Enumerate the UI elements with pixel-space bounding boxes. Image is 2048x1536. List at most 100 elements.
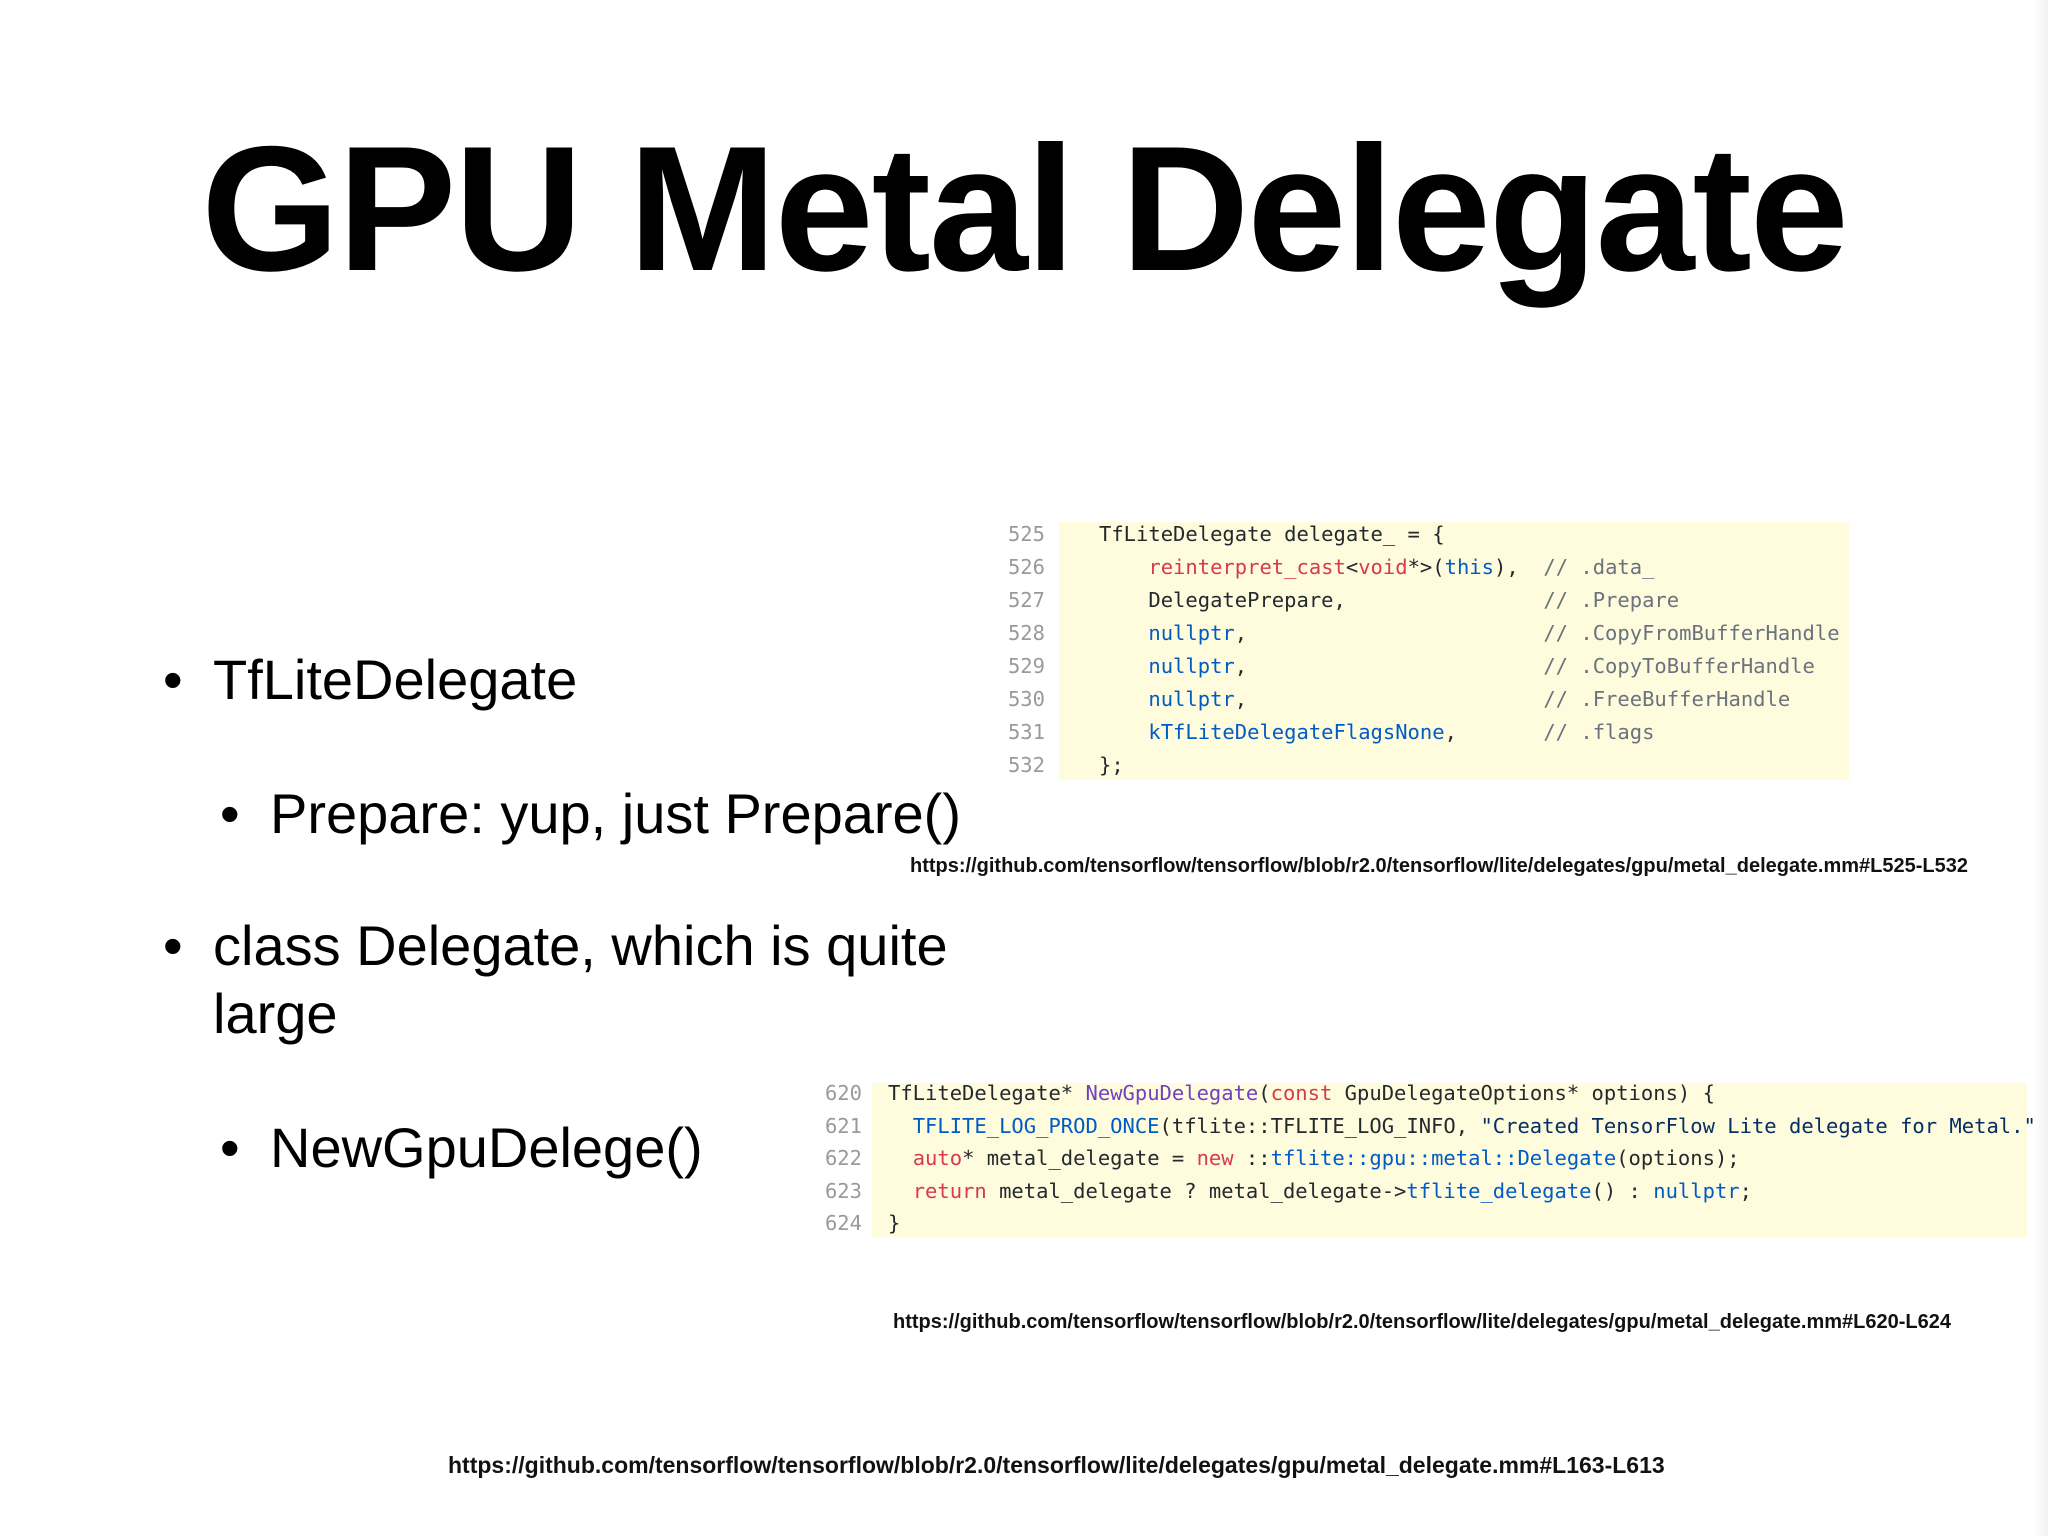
code-token [1099,720,1148,744]
bullet-tflitedelegate: • TfLiteDelegate [163,646,578,714]
code-token: // .CopyFromBufferHandle [1543,621,1840,645]
code-text: DelegatePrepare, // .Prepare [1099,584,1679,617]
code-token: < [1345,555,1359,579]
code-line: 530 nullptr, // .FreeBufferHandle [995,683,1790,716]
code-token: TFLITE_LOG_PROD_ONCE [912,1113,1160,1138]
code-text: nullptr, // .FreeBufferHandle [1099,683,1790,716]
code-text: nullptr, // .CopyFromBufferHandle [1099,617,1840,650]
line-number: 530 [1007,687,1045,711]
code-text: kTfLiteDelegateFlagsNone, // .flags [1099,716,1654,749]
code-token: auto [912,1146,963,1170]
code-text: }; [1099,749,1124,782]
code-token: // .flags [1543,720,1655,744]
code-token: return [912,1178,987,1203]
source-link-l525-l532[interactable]: https://github.com/tensorflow/tensorflow… [910,855,1968,877]
code-text: return metal_delegate ? metal_delegate->… [888,1175,1752,1208]
code-token [888,1114,913,1138]
code-token: TfLiteDelegate delegate_ = { [1099,522,1445,546]
source-link-l163-l613[interactable]: https://github.com/tensorflow/tensorflow… [448,1452,1665,1478]
code-text: reinterpret_cast<void*>(this), // .data_ [1099,551,1654,584]
code-text: nullptr, // .CopyToBufferHandle [1099,650,1815,683]
code-token: ( [1258,1081,1271,1105]
bullet-dot: • [163,914,183,977]
code-token: TfLiteDelegate* [888,1081,1086,1105]
bullet-class-delegate: • class Delegate, which is quite large [163,912,993,1048]
code-token: NewGpuDelegate [1085,1081,1259,1105]
code-token: "Created TensorFlow Lite delegate for Me… [1480,1113,2036,1138]
code-token: nullptr [1148,621,1235,645]
code-snippet-tflitedelegate: 525 TfLiteDelegate delegate_ = { 526 reint… [995,518,1855,782]
code-token: nullptr [1148,687,1235,711]
bullet-dot: • [220,782,240,845]
code-token [1099,621,1148,645]
line-number: 621 [824,1113,862,1138]
code-token: DelegatePrepare, [1099,588,1544,612]
code-token: // .data_ [1543,555,1655,579]
line-number: 528 [1007,621,1045,645]
code-token: ), [1493,555,1544,579]
code-token: this [1444,555,1494,579]
code-highlight-background [872,1083,2027,1237]
code-token: (tflite::TFLITE_LOG_INFO, [1159,1113,1481,1138]
code-line: 525 TfLiteDelegate delegate_ = { [995,518,1445,551]
code-line: 622 auto* metal_delegate = new ::tflite:… [815,1142,1740,1175]
bullet-text: TfLiteDelegate [213,648,578,711]
line-number: 527 [1007,588,1045,612]
line-number: 623 [824,1178,862,1203]
code-token: nullptr [1148,654,1235,678]
code-highlight-background [1059,522,1849,780]
line-number: 526 [1007,555,1045,579]
code-line: 529 nullptr, // .CopyToBufferHandle [995,650,1815,683]
line-number: 531 [1007,720,1045,744]
code-token: , [1444,720,1544,744]
code-line: 526 reinterpret_cast<void*>(this), // .d… [995,551,1654,584]
slide-edge-shadow [2034,0,2048,1536]
slide-title: GPU Metal Delegate [201,109,1849,308]
bullet-dot: • [220,1116,240,1179]
code-token: // .FreeBufferHandle [1543,687,1791,711]
code-token: const [1270,1081,1333,1105]
code-text: TFLITE_LOG_PROD_ONCE(tflite::TFLITE_LOG_… [888,1110,2048,1143]
code-token [888,1146,913,1170]
code-token: } [888,1211,901,1235]
code-token: :: [1233,1146,1271,1170]
code-token: kTfLiteDelegateFlagsNone [1148,720,1445,744]
code-token: reinterpret_cast [1148,555,1346,579]
code-token: , [1234,687,1544,711]
code-token: () : [1591,1178,1654,1203]
code-line: 621 TFLITE_LOG_PROD_ONCE(tflite::TFLITE_… [815,1110,2048,1143]
code-line: 624} [815,1207,900,1240]
bullet-text: NewGpuDelege() [270,1116,703,1179]
code-line: 532}; [995,749,1124,782]
code-line: 528 nullptr, // .CopyFromBufferHandle [995,617,1840,650]
code-text: } [888,1207,900,1240]
line-number: 532 [1007,753,1045,777]
code-token [1099,654,1148,678]
code-token: tflite::gpu::metal::Delegate [1270,1146,1617,1170]
code-token: metal_delegate ? metal_delegate-> [986,1178,1407,1203]
code-line: 623 return metal_delegate ? metal_delega… [815,1175,1752,1208]
line-number: 525 [1007,522,1045,546]
line-number: 624 [824,1211,862,1235]
code-text: TfLiteDelegate* NewGpuDelegate(const Gpu… [888,1077,1715,1110]
code-token: , [1234,654,1544,678]
code-token: *>( [1407,555,1445,579]
code-line: 527 DelegatePrepare, // .Prepare [995,584,1679,617]
code-token: // .CopyToBufferHandle [1543,654,1815,678]
source-link-l620-l624[interactable]: https://github.com/tensorflow/tensorflow… [893,1311,1951,1333]
bullet-dot: • [163,648,183,711]
code-line: 531 kTfLiteDelegateFlagsNone, // .flags [995,716,1654,749]
line-number: 622 [824,1146,862,1170]
code-token [888,1179,913,1203]
code-token: (options); [1616,1146,1740,1170]
bullet-text: Prepare: yup, just Prepare() [270,782,961,845]
code-token [1099,687,1148,711]
sub-bullet-newgpudelege: • NewGpuDelege() [220,1114,703,1182]
bullet-text: class Delegate, which is quite large [213,914,948,1045]
code-text: TfLiteDelegate delegate_ = { [1099,518,1445,551]
code-token: new [1196,1146,1234,1170]
code-token: GpuDelegateOptions* options) { [1332,1081,1715,1105]
code-token: tflite_delegate [1406,1178,1592,1203]
